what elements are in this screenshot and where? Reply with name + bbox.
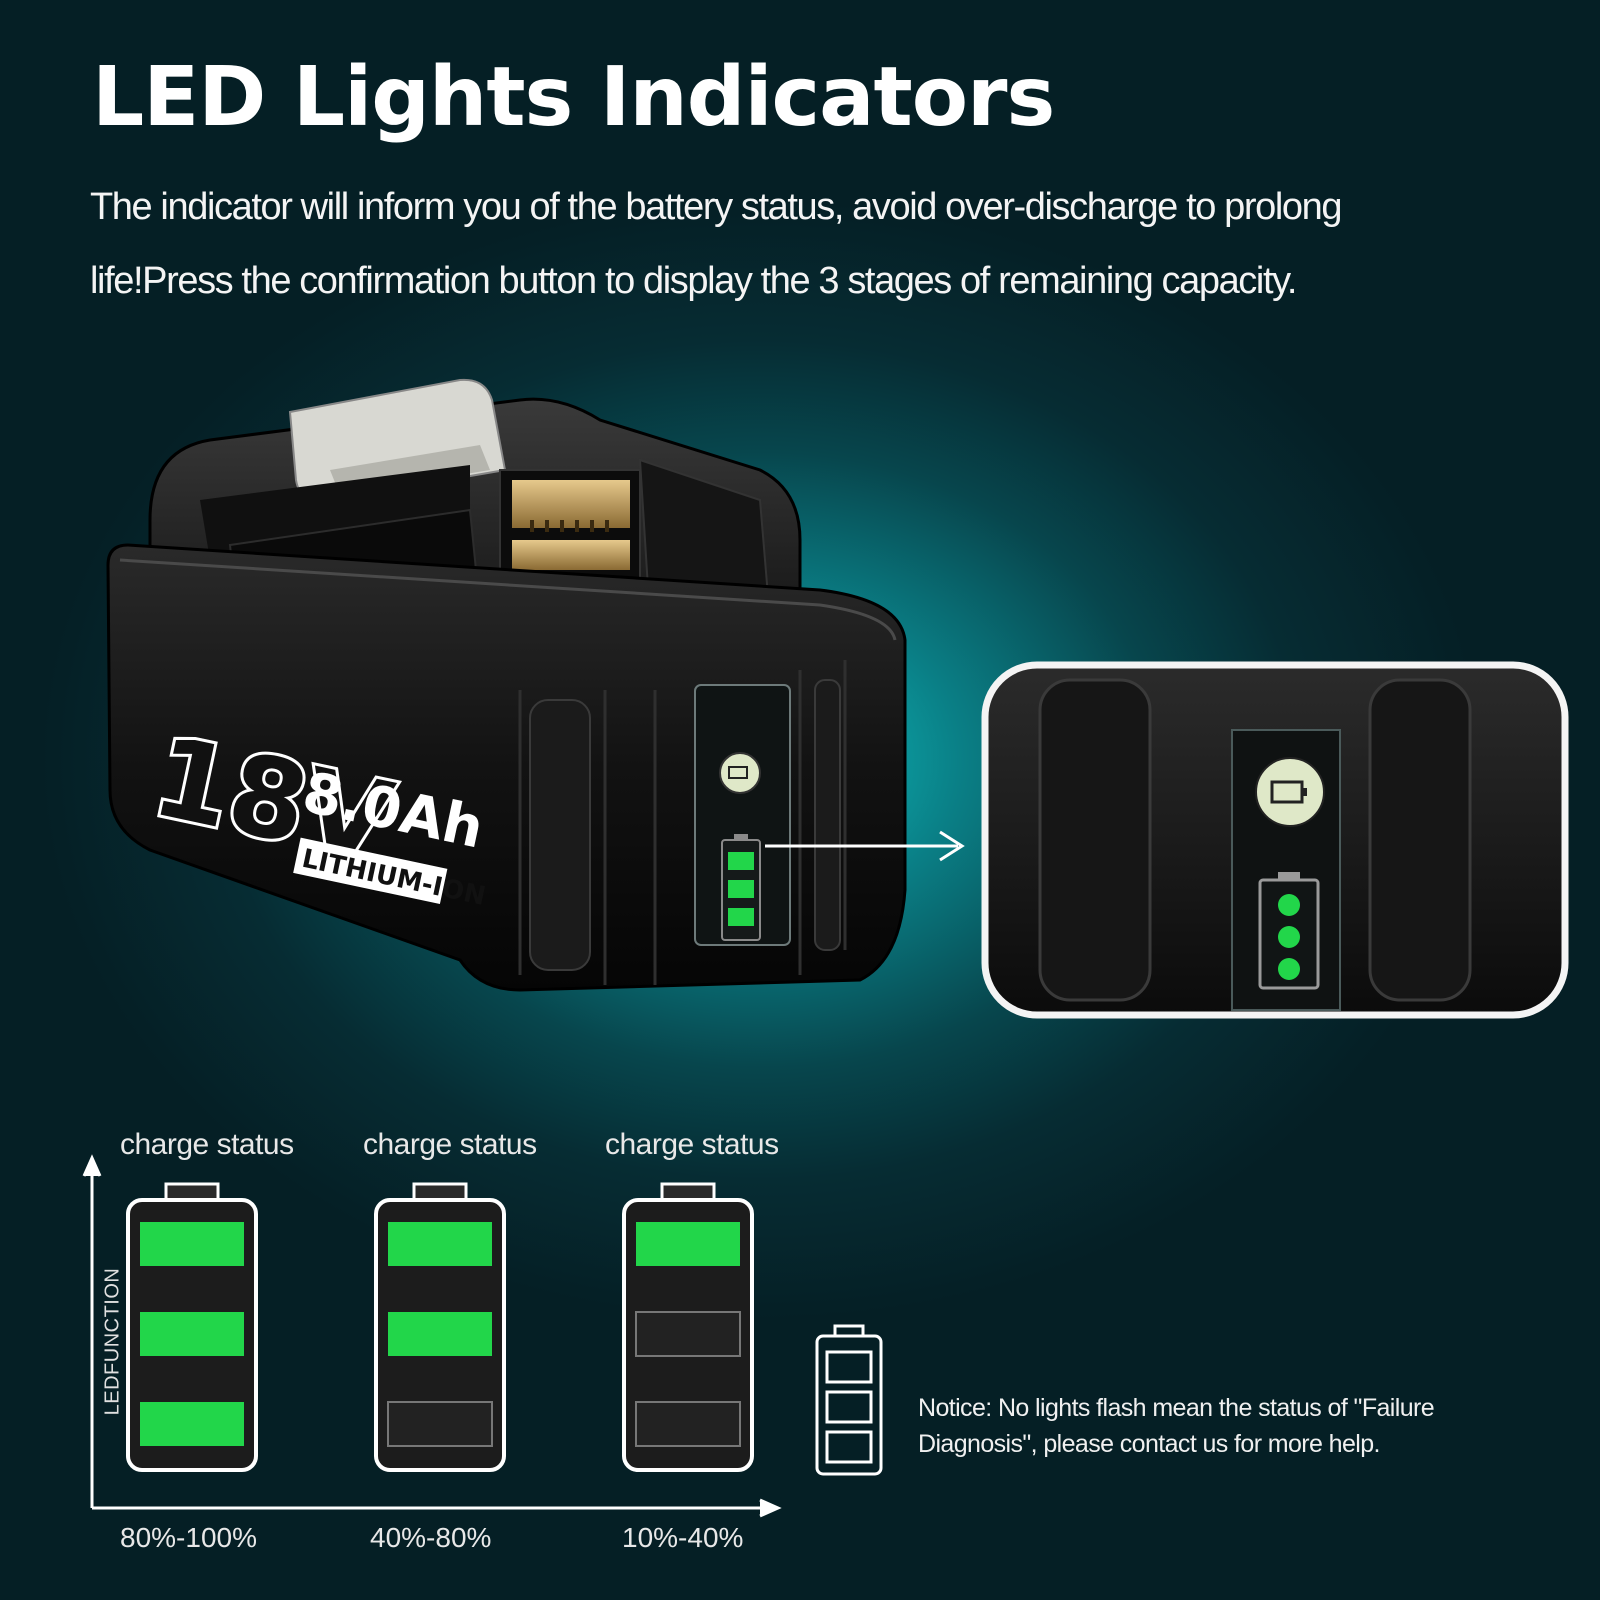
zoom-check-button (1255, 757, 1325, 827)
battery-cell-2-lit (140, 1312, 244, 1356)
stage-3-range: 10%-40% (622, 1522, 744, 1553)
stage-battery-icon-3 (622, 1182, 754, 1472)
battery-cell-1-lit (636, 1222, 740, 1266)
notice-line-1: Notice: No lights flash mean the status … (918, 1394, 1435, 1422)
led-function-axes (82, 1154, 782, 1518)
led-zoom-panel (981, 661, 1569, 1019)
stage-1-label: charge status (120, 1128, 294, 1161)
stage-1-range: 80%-100% (120, 1522, 257, 1553)
description-line-2: life!Press the confirmation button to di… (90, 260, 1297, 302)
battery-cell-2-lit (388, 1312, 492, 1356)
empty-battery-icon (815, 1324, 883, 1476)
page-description: The indicator will inform you of the bat… (90, 170, 1550, 318)
zoom-pointer-arrow (765, 830, 965, 862)
battery-cell-3-lit (140, 1402, 244, 1446)
stage-battery-icon-1 (126, 1182, 258, 1472)
battery-cell-1-lit (140, 1222, 244, 1266)
description-line-1: The indicator will inform you of the bat… (90, 186, 1342, 228)
battery-cell-1-lit (388, 1222, 492, 1266)
page-title: LED Lights Indicators (92, 50, 1055, 145)
battery-cell-3-off (635, 1401, 741, 1447)
battery-cell-2-off (635, 1311, 741, 1357)
axis-label-led-function: LEDFUNCTION (101, 1267, 124, 1416)
failure-notice: Notice: No lights flash mean the status … (918, 1390, 1558, 1462)
pack-led-window (694, 684, 791, 946)
stage-2-range: 40%-80% (370, 1522, 492, 1553)
stage-batteries (126, 1182, 754, 1472)
stage-3-label: charge status (605, 1128, 779, 1161)
stage-battery-icon-2 (374, 1182, 506, 1472)
notice-line-2: Diagnosis", please contact us for more h… (918, 1430, 1381, 1458)
battery-cell-3-off (387, 1401, 493, 1447)
stage-2-label: charge status (363, 1128, 537, 1161)
battery-pack-image: 18V 8.0Ah LITHIUM-ION (106, 378, 907, 992)
